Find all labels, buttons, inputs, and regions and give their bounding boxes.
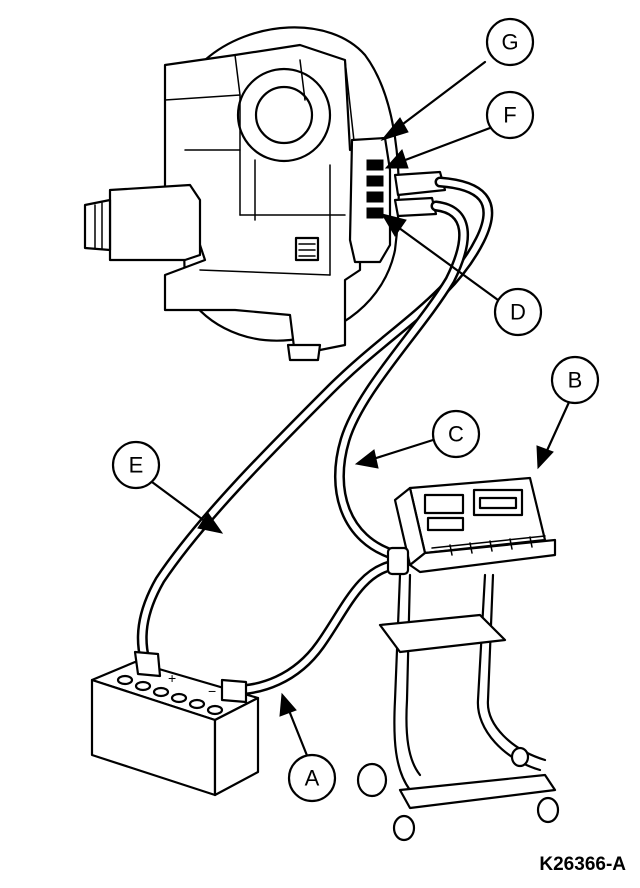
callout-a: A	[287, 753, 337, 803]
callout-g: G	[485, 17, 535, 67]
callout-b-label: B	[568, 368, 583, 393]
callout-d: D	[493, 287, 543, 337]
callout-f-label: F	[503, 103, 516, 128]
callout-e-label: E	[129, 453, 144, 478]
tester-cart	[356, 476, 560, 842]
callout-f: F	[485, 90, 535, 140]
callout-c-label: C	[448, 422, 464, 447]
actuator-assembly	[83, 26, 400, 362]
callout-b: B	[550, 355, 600, 405]
test-cables	[136, 170, 494, 696]
callout-a-label: A	[305, 766, 320, 791]
battery: + −	[90, 650, 260, 797]
leader-arrows	[150, 60, 572, 760]
callout-e: E	[111, 440, 161, 490]
svg-text:+: +	[168, 670, 176, 686]
callout-d-label: D	[510, 300, 526, 325]
callout-c: C	[431, 409, 481, 459]
svg-text:−: −	[208, 683, 216, 699]
callout-g-label: G	[501, 30, 518, 55]
figure-reference-code: K26366-A	[539, 854, 626, 875]
